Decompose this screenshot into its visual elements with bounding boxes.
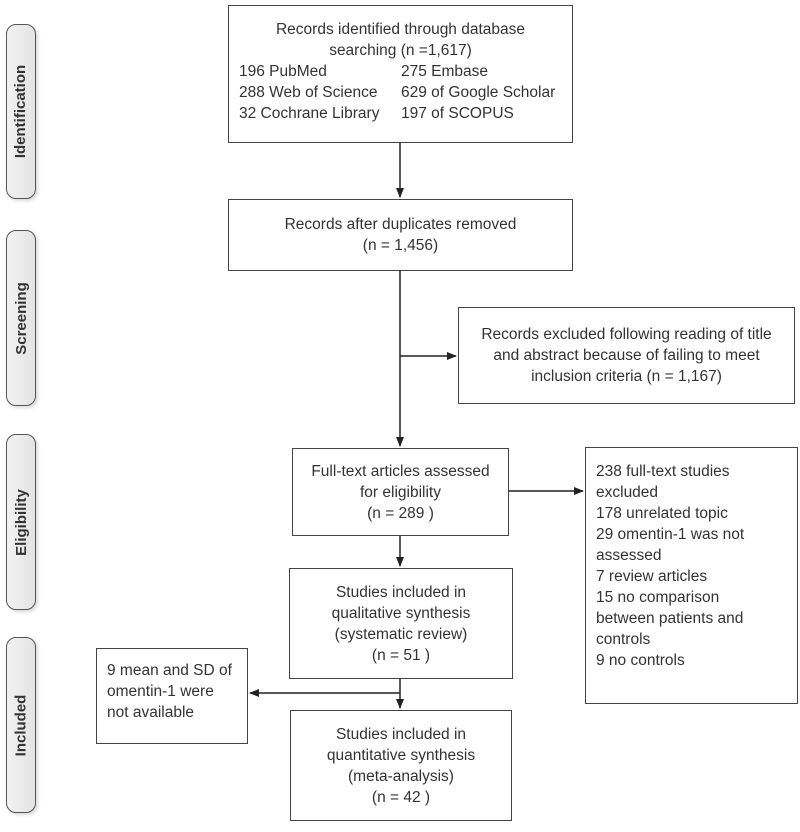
excluded-reason-4: assessed bbox=[596, 547, 662, 564]
excluded-reason-9: 9 no controls bbox=[596, 652, 685, 669]
excluded-title-line-1: Records excluded following reading of ti… bbox=[481, 326, 772, 343]
box-records-identified: Records identified through database sear… bbox=[228, 5, 573, 143]
box-qualitative-synthesis: Studies included in qualitative synthesi… bbox=[289, 568, 513, 679]
box-not-available: 9 mean and SD of omentin-1 were not avai… bbox=[96, 648, 248, 744]
excluded-reason-5: 7 review articles bbox=[596, 568, 708, 585]
quantitative-line-2: quantitative synthesis bbox=[326, 746, 476, 764]
dedup-line-1: Records after duplicates removed bbox=[284, 216, 517, 233]
qualitative-line-1: Studies included in bbox=[335, 583, 467, 601]
stage-included: Included bbox=[6, 637, 36, 813]
not-available-line-3: not available bbox=[107, 704, 195, 721]
fulltext-line-3: (n = 289 ) bbox=[367, 504, 434, 522]
qualitative-line-4: (n = 51 ) bbox=[371, 646, 431, 664]
source-pubmed: 196 PubMed bbox=[239, 63, 327, 80]
qualitative-line-2: qualitative synthesis bbox=[331, 604, 471, 622]
excluded-reason-0: 238 full-text studies bbox=[596, 463, 730, 480]
dedup-line-2: (n = 1,456) bbox=[362, 237, 439, 254]
box-excluded-title-abstract: Records excluded following reading of ti… bbox=[458, 307, 795, 404]
box-fulltext-assessed: Full-text articles assessed for eligibil… bbox=[292, 448, 509, 536]
quantitative-line-1: Studies included in bbox=[335, 725, 467, 743]
identified-heading: Records identified through database sear… bbox=[229, 19, 572, 61]
identified-line-1: Records identified through database bbox=[275, 21, 526, 38]
stage-eligibility: Eligibility bbox=[6, 434, 36, 610]
fulltext-line-2: for eligibility bbox=[360, 483, 441, 501]
excluded-reason-8: controls bbox=[596, 631, 651, 648]
database-source-list: 196 PubMed 275 Embase 288 Web of Science… bbox=[229, 61, 572, 124]
excluded-title-line-3: inclusion criteria (n = 1,167) bbox=[531, 368, 722, 385]
not-available-line-1: 9 mean and SD of bbox=[107, 662, 232, 679]
source-google-scholar: 629 of Google Scholar bbox=[401, 84, 556, 101]
excluded-title-line-2: and abstract because of failing to meet bbox=[493, 347, 760, 364]
excluded-reason-6: 15 no comparison bbox=[596, 589, 720, 606]
quantitative-line-4: (n = 42 ) bbox=[371, 788, 431, 806]
box-quantitative-synthesis: Studies included in quantitative synthes… bbox=[290, 710, 512, 821]
excluded-reason-1: excluded bbox=[596, 484, 659, 501]
identified-line-2: searching (n =1,617) bbox=[329, 42, 472, 59]
stage-screening: Screening bbox=[6, 230, 36, 406]
box-after-duplicates: Records after duplicates removed (n = 1,… bbox=[228, 199, 573, 271]
qualitative-line-3: (systematic review) bbox=[334, 625, 468, 643]
source-cochrane: 32 Cochrane Library bbox=[239, 105, 380, 122]
stage-identification: Identification bbox=[6, 24, 36, 199]
fulltext-line-1: Full-text articles assessed bbox=[311, 462, 490, 480]
excluded-reason-7: between patients and bbox=[596, 610, 744, 627]
excluded-reason-3: 29 omentin-1 was not bbox=[596, 526, 745, 543]
excluded-reason-2: 178 unrelated topic bbox=[596, 505, 728, 522]
source-scopus: 197 of SCOPUS bbox=[401, 105, 514, 122]
source-web-of-science: 288 Web of Science bbox=[239, 84, 378, 101]
source-embase: 275 Embase bbox=[401, 63, 489, 80]
not-available-line-2: omentin-1 were bbox=[107, 683, 214, 700]
box-fulltext-excluded: 238 full-text studies excluded 178 unrel… bbox=[585, 447, 798, 704]
quantitative-line-3: (meta-analysis) bbox=[348, 767, 454, 785]
